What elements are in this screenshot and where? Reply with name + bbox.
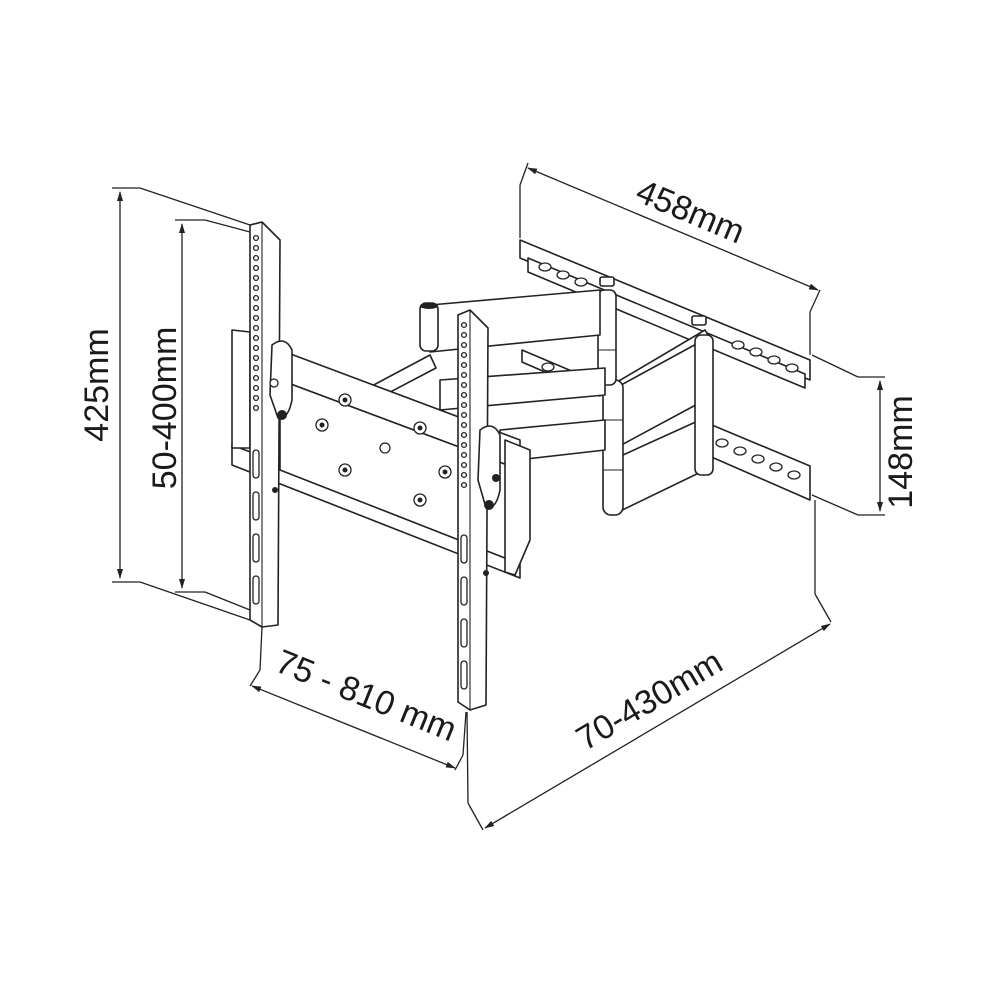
label-extension: 70-430mm [570,643,729,758]
rear-pivot-hinge [694,334,714,476]
mounting-holes [315,393,452,507]
dimension-overall-height: 425mm [78,187,251,621]
label-vesa-horizontal: 75 - 810 mm [271,642,462,749]
label-overall-height: 425mm [78,328,116,441]
label-wall-plate-height: 148mm [882,395,920,508]
left-tv-arm [249,221,293,628]
middle-pivot-hinge [602,379,624,516]
dimension-vesa-vertical: 50-400mm [146,219,251,611]
label-vesa-vertical: 50-400mm [146,327,184,490]
front-pivot-hinge [419,302,439,352]
dimension-vesa-horizontal: 75 - 810 mm [249,626,467,771]
right-tv-arm [457,309,501,711]
label-wall-plate-width: 458mm [631,172,750,251]
dimension-wall-plate-height: 148mm [811,354,920,516]
